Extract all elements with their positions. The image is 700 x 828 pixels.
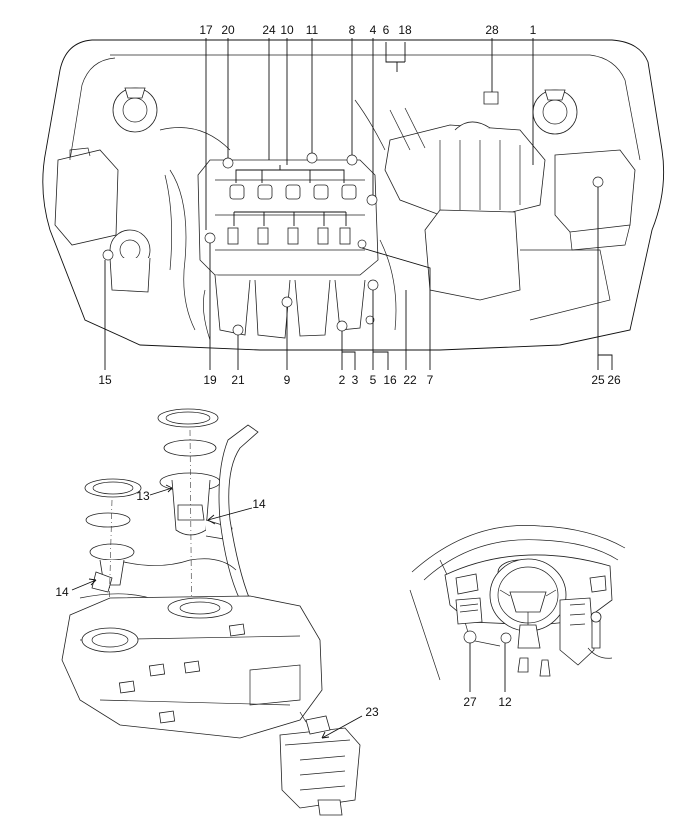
label-5: 5 — [370, 373, 377, 387]
engine-bay-view — [42, 38, 665, 370]
label-25: 25 — [591, 373, 605, 387]
label-21: 21 — [231, 373, 245, 387]
label-28: 28 — [485, 23, 499, 37]
label-10: 10 — [280, 23, 294, 37]
label-7: 7 — [427, 373, 434, 387]
label-2: 2 — [339, 373, 346, 387]
label-15: 15 — [98, 373, 112, 387]
label-6: 6 — [383, 23, 390, 37]
label-1: 1 — [530, 23, 537, 37]
label-14-pump: 14 — [252, 497, 266, 511]
label-22: 22 — [403, 373, 417, 387]
label-4: 4 — [370, 23, 377, 37]
label-17: 17 — [199, 23, 213, 37]
label-11: 11 — [306, 23, 319, 37]
label-20: 20 — [221, 23, 235, 37]
label-9: 9 — [284, 373, 291, 387]
label-16: 16 — [383, 373, 397, 387]
label-24: 24 — [262, 23, 276, 37]
label-23: 23 — [365, 705, 379, 719]
injector-row — [227, 227, 351, 245]
label-8: 8 — [349, 23, 356, 37]
label-13: 13 — [136, 489, 150, 503]
label-19: 19 — [203, 373, 217, 387]
fuel-system-view — [61, 408, 363, 816]
label-12: 12 — [498, 695, 512, 709]
ignition-coil-row — [229, 184, 357, 200]
label-18: 18 — [398, 23, 412, 37]
cabin-dashboard-view — [409, 525, 626, 692]
label-27: 27 — [463, 695, 477, 709]
label-26: 26 — [607, 373, 621, 387]
label-14-sender: 14 — [55, 585, 69, 599]
label-3: 3 — [352, 373, 359, 387]
